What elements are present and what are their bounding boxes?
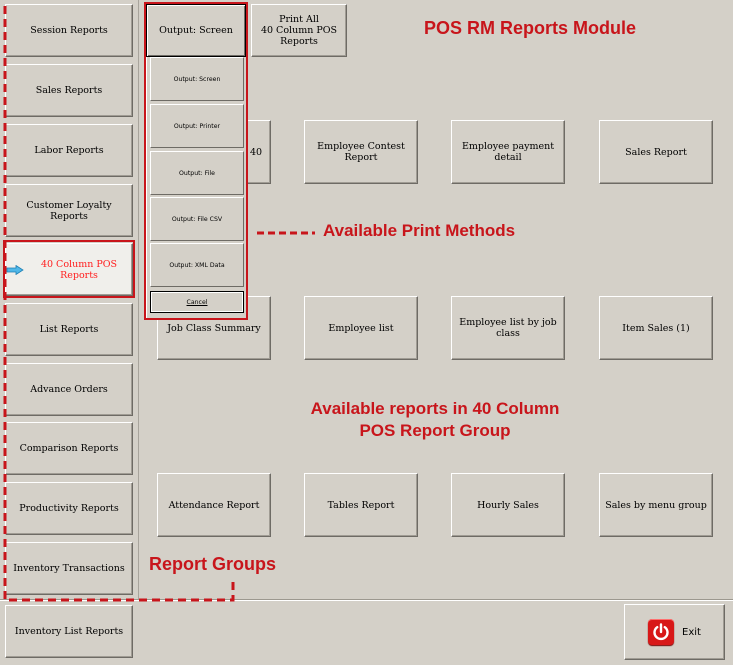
menu-output-printer[interactable]: Output: Printer	[150, 104, 244, 148]
group-labor-reports[interactable]: Labor Reports	[5, 124, 133, 177]
report-label: Employee Contest Report	[317, 141, 405, 163]
report-item-sales[interactable]: Item Sales (1)	[599, 296, 713, 360]
report-label: Employee list by job class	[459, 317, 557, 339]
menu-output-screen[interactable]: Output: Screen	[150, 57, 244, 101]
group-list-reports[interactable]: List Reports	[5, 303, 133, 356]
print-all-label: Print All 40 Column POS Reports	[261, 14, 337, 47]
group-sales-reports[interactable]: Sales Reports	[5, 64, 133, 117]
report-employee-list[interactable]: Employee list	[304, 296, 418, 360]
report-label: Hourly Sales	[477, 499, 539, 511]
print-all-line2: 40 Column POS	[260, 25, 338, 36]
report-sales[interactable]: Sales Report	[599, 120, 713, 184]
power-icon	[648, 619, 675, 645]
output-mode-label: Output: Screen	[159, 25, 233, 36]
report-label: Job Class Summary	[167, 322, 261, 334]
group-label: List Reports	[39, 324, 99, 335]
group-label: Labor Reports	[34, 145, 104, 156]
group-label: Sales Reports	[35, 85, 103, 96]
page-title: POS RM Reports Module	[423, 18, 636, 38]
output-menu: Output: Screen Output: Printer Output: F…	[146, 57, 248, 319]
print-all-line3: Reports	[280, 36, 318, 47]
print-all-button[interactable]: Print All 40 Column POS Reports	[251, 4, 347, 57]
report-hourly-sales[interactable]: Hourly Sales	[451, 473, 565, 537]
report-label: Item Sales (1)	[622, 322, 690, 334]
report-tables[interactable]: Tables Report	[304, 473, 418, 537]
reports-annotation-line2: POS Report Group	[359, 421, 511, 440]
report-label: 40	[249, 146, 263, 158]
group-customer-loyalty-reports[interactable]: Customer Loyalty Reports	[5, 184, 133, 237]
menu-label: Output: File CSV	[171, 215, 223, 223]
group-label: Session Reports	[30, 25, 108, 36]
reports-annotation-line1: Available reports in 40 Column	[310, 399, 560, 418]
group-inventory-list-reports[interactable]: Inventory List Reports	[5, 605, 133, 658]
menu-label: Output: File	[179, 169, 215, 177]
group-40-column-pos-reports[interactable]: 40 Column POS Reports	[5, 243, 133, 296]
report-label: Sales Report	[625, 146, 687, 158]
menu-label: Output: XML Data	[169, 261, 225, 269]
report-label: Employee payment detail	[461, 141, 555, 163]
exit-label: Exit	[682, 626, 701, 638]
group-label: Customer Loyalty Reports	[26, 199, 112, 222]
report-label: Employee list	[328, 322, 394, 334]
group-label: 40 Column POS Reports	[40, 258, 118, 281]
menu-label: Output: Printer	[173, 122, 221, 130]
report-sales-by-menu-group[interactable]: Sales by menu group	[599, 473, 713, 537]
print-methods-annotation: Available Print Methods	[323, 221, 516, 240]
group-label: Inventory Transactions	[13, 563, 125, 574]
report-attendance[interactable]: Attendance Report	[157, 473, 271, 537]
group-inventory-transactions[interactable]: Inventory Transactions	[5, 542, 133, 595]
menu-output-file-csv[interactable]: Output: File CSV	[150, 197, 244, 241]
report-label: Sales by menu group	[605, 499, 707, 511]
exit-button[interactable]: Exit	[624, 604, 725, 660]
print-all-line1: Print All	[279, 14, 319, 25]
menu-cancel[interactable]: Cancel	[150, 291, 244, 313]
group-advance-orders[interactable]: Advance Orders	[5, 363, 133, 416]
arrow-right-icon	[6, 264, 24, 275]
reports-annotation: Available reports in 40 Column POS Repor…	[250, 398, 620, 442]
report-employee-payment-detail[interactable]: Employee payment detail	[451, 120, 565, 184]
report-groups-annotation: Report Groups	[149, 554, 277, 574]
group-label: Inventory List Reports	[14, 626, 124, 637]
report-label: Attendance Report	[168, 499, 260, 511]
menu-label: Output: Screen	[173, 75, 221, 83]
group-label: Advance Orders	[30, 384, 108, 395]
group-comparison-reports[interactable]: Comparison Reports	[5, 422, 133, 475]
menu-output-file[interactable]: Output: File	[150, 151, 244, 195]
menu-output-xml-data[interactable]: Output: XML Data	[150, 243, 244, 287]
output-mode-button[interactable]: Output: Screen	[146, 4, 246, 57]
group-label: Comparison Reports	[19, 443, 119, 454]
report-employee-list-by-job-class[interactable]: Employee list by job class	[451, 296, 565, 360]
menu-label: Cancel	[186, 298, 208, 306]
group-session-reports[interactable]: Session Reports	[5, 4, 133, 57]
report-employee-contest[interactable]: Employee Contest Report	[304, 120, 418, 184]
group-productivity-reports[interactable]: Productivity Reports	[5, 482, 133, 535]
report-label: Tables Report	[327, 499, 395, 511]
group-label: Productivity Reports	[19, 503, 119, 514]
